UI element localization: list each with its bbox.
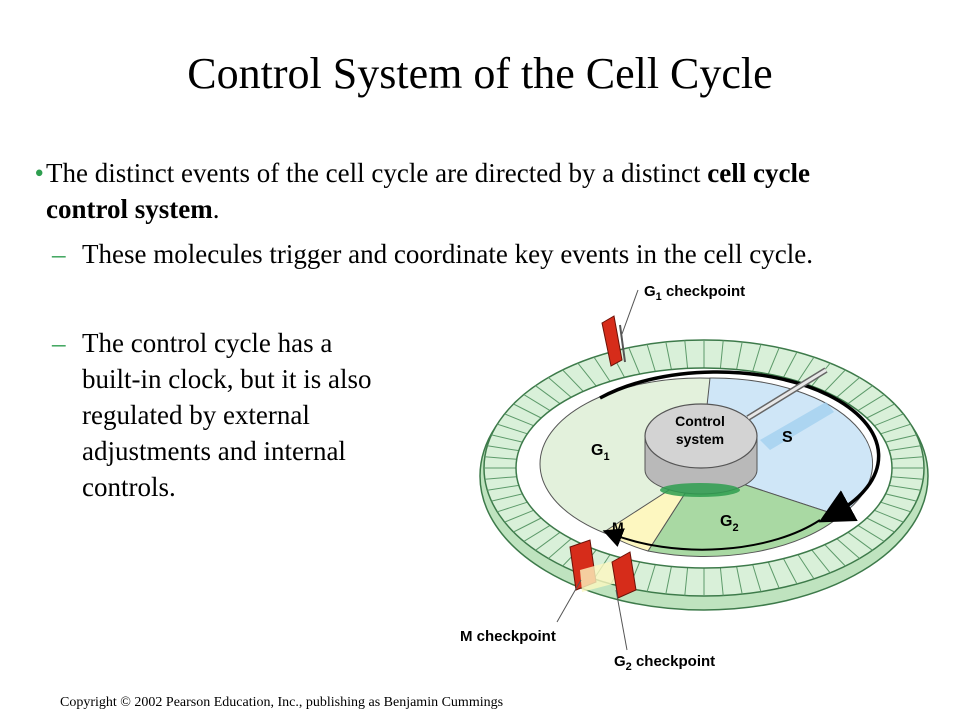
phase-g1-label: G1 (591, 442, 610, 463)
ring-tick (504, 509, 534, 523)
bullet-text-end: . (212, 194, 220, 224)
bullet-text-regular: The distinct events of the cell cycle ar… (46, 158, 701, 188)
ring-tick (491, 493, 523, 502)
g1-checkpoint-marker (601, 289, 639, 367)
g1-checkpoint-label: G1 checkpoint (644, 283, 745, 303)
ring-tick (797, 554, 815, 580)
ring-tick (665, 341, 672, 370)
ring-tick (880, 501, 911, 513)
ring-tick (487, 445, 519, 452)
g2-checkpoint-subscript: 2 (626, 661, 632, 673)
ring-tick (646, 344, 656, 372)
ring-tick (767, 347, 780, 375)
ring-tick (523, 524, 551, 542)
ring-tick (548, 377, 572, 398)
ring-tick (885, 493, 917, 502)
dash-marker: – (52, 239, 66, 269)
bullet-text: The distinct events of the cell cycle ar… (46, 155, 866, 227)
ring-tick (593, 356, 611, 382)
copyright-notice: Copyright © 2002 Pearson Education, Inc.… (60, 695, 504, 710)
ring-tick (783, 351, 798, 378)
ring-tick (535, 385, 561, 405)
g2-checkpoint-letter: G (614, 653, 626, 670)
subpoint-text: These molecules trigger and coordinate k… (82, 239, 813, 269)
ring-tick (548, 538, 572, 559)
phase-m-label: M (612, 519, 624, 535)
ring-tick (497, 501, 528, 513)
phase-g2-letter: G (720, 513, 732, 530)
bullet-text-bold: cell cycle control system (46, 158, 810, 224)
ring-tick (857, 394, 885, 412)
m-checkpoint-marker (556, 539, 620, 623)
phase-g1-letter: G (591, 442, 603, 459)
control-system (644, 367, 828, 497)
ring-tick (497, 423, 528, 435)
cycle-arrow (599, 370, 881, 523)
ring-tick (824, 544, 846, 567)
bullet-marker: • (34, 158, 44, 188)
ring-tick (752, 344, 762, 372)
slide-title: Control System of the Cell Cycle (187, 49, 773, 98)
g1-checkpoint-letter: G (644, 283, 656, 300)
ring-tick (491, 434, 523, 443)
ring-tick (577, 362, 597, 387)
ring-tick (783, 558, 798, 585)
ring-tick (866, 403, 895, 419)
ring-tick (562, 369, 584, 392)
ring-tick (504, 413, 534, 427)
ring-tick (891, 456, 924, 460)
ring-tick (880, 423, 911, 435)
ring-tick (513, 403, 542, 419)
control-label-line2: system (676, 431, 724, 447)
ring-tick (874, 509, 904, 523)
phase-s-label: S (782, 429, 793, 446)
dash-marker: – (52, 328, 66, 358)
ring-tick (866, 517, 895, 533)
ring-tick (628, 347, 641, 375)
control-label-line1: Control (675, 413, 725, 429)
phase-g1-subscript: 1 (603, 451, 609, 463)
ring-tick (857, 524, 885, 542)
ring-tick (646, 564, 656, 592)
ring-tick (736, 566, 743, 595)
g2-checkpoint-suffix: checkpoint (632, 653, 715, 670)
ring-tick (752, 564, 762, 592)
ring-tick (874, 413, 904, 427)
ring-tick (736, 341, 743, 370)
cycle-arrow-bottom (602, 519, 821, 551)
g2-checkpoint-label: G2 checkpoint (614, 653, 715, 673)
ring-tick (847, 385, 873, 405)
g1-checkpoint-subscript: 1 (656, 291, 662, 303)
ring-tick (484, 476, 517, 480)
g2-checkpoint-marker (611, 551, 637, 651)
ring-tick (885, 434, 917, 443)
ring-tick (891, 476, 924, 480)
ring-tick (836, 538, 860, 559)
ring-tick (836, 377, 860, 398)
ring-tick (889, 484, 921, 491)
ring-tick (847, 531, 873, 551)
ring-tick (797, 356, 815, 382)
ring-tick (684, 567, 689, 596)
ring-tick (513, 517, 542, 533)
ring-tick (665, 566, 672, 595)
ring-tick (719, 567, 724, 596)
ring-tick (811, 549, 831, 574)
g1-checkpoint-suffix: checkpoint (662, 283, 745, 300)
ring-tick (767, 561, 780, 589)
ring-tick (889, 445, 921, 452)
ring-tick (684, 340, 689, 369)
m-checkpoint-label: M checkpoint (460, 628, 556, 645)
ring-tick (719, 340, 724, 369)
ring-tick (535, 531, 561, 551)
ring-ticks (484, 340, 924, 596)
phase-g2-label: G2 (720, 513, 739, 534)
phase-g2-subscript: 2 (732, 522, 738, 534)
ring-tick (484, 456, 517, 460)
ring-tick (487, 484, 519, 491)
ring-tick (523, 394, 551, 412)
ring-tick (824, 369, 846, 392)
subpoint-text: The control cycle has a built-in clock, … (82, 328, 372, 502)
